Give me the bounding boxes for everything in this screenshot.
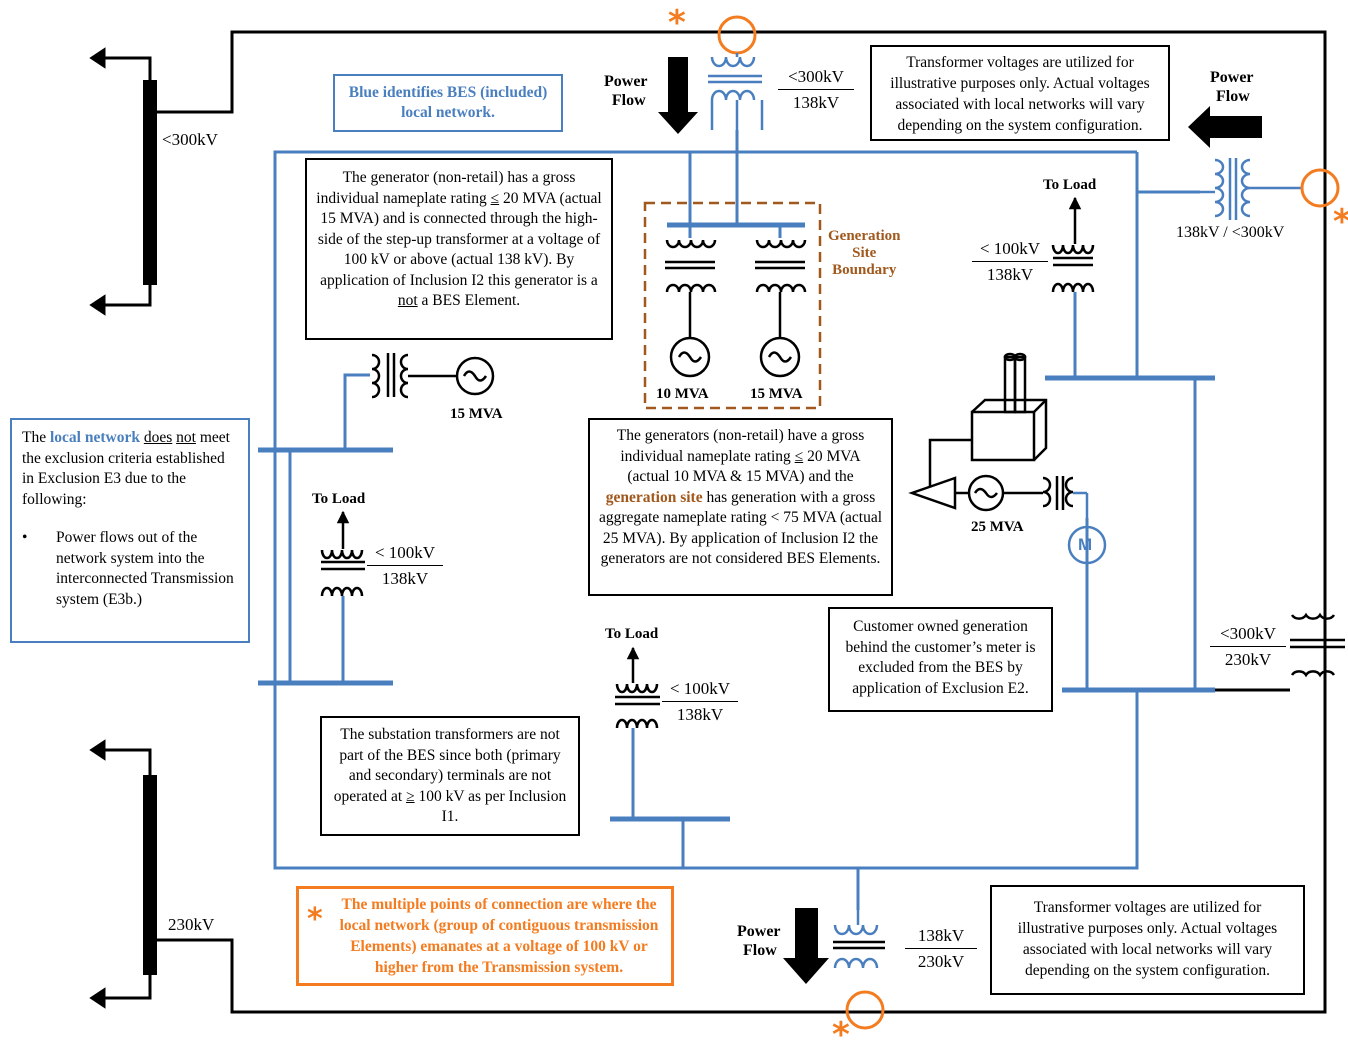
- load-transformer-center: [615, 646, 660, 729]
- to-load-label-left: To Load: [312, 491, 366, 507]
- generator-15mva-label: 15 MVA: [750, 386, 803, 402]
- load-transformer-right: [1051, 196, 1095, 293]
- gen-transformer-10mva: [665, 239, 717, 378]
- to-load-label-center: To Load: [605, 626, 659, 642]
- asterisk-icon: *: [832, 1015, 850, 1055]
- bus-230kv-label: 230kV: [168, 915, 215, 934]
- to-load-label-right: To Load: [1043, 177, 1097, 193]
- power-flow-arrow-bottom: [783, 908, 829, 984]
- right-transformer-ratio: 138kV / <300kV: [1176, 224, 1285, 241]
- generators-note-box: The generators (non-retail) have a gross…: [588, 418, 893, 596]
- transformer-symbols: [320, 15, 1345, 1030]
- generator-10mva-label: 10 MVA: [656, 386, 709, 402]
- voltage-note-top: Transformer voltages are utilized for il…: [870, 45, 1170, 141]
- load-transformer-left: [320, 510, 365, 597]
- transformer-top: [708, 56, 764, 130]
- power-flow-arrow-right: [1188, 106, 1262, 148]
- gen-transformer-15mva: [755, 239, 807, 378]
- generator-15mva-left-label: 15 MVA: [450, 406, 503, 422]
- power-flow-arrow-top: [658, 57, 698, 134]
- gen-transformer-left: [371, 353, 458, 399]
- generator-note-box: The generator (non-retail) has a gross i…: [305, 158, 613, 340]
- transmission-system: [89, 30, 1327, 1014]
- substation-note-box: The substation transformers are not part…: [320, 716, 580, 836]
- asterisk-icon: *: [1333, 205, 1348, 239]
- bus-300kv-label: <300kV: [162, 130, 218, 149]
- asterisk-icon: *: [668, 3, 686, 43]
- blue-legend-box: Blue identifies BES (included) local net…: [333, 74, 563, 132]
- bus-230kv-bar: [143, 775, 157, 975]
- customer-generation: [908, 352, 1089, 527]
- power-flow-arrows: [658, 57, 1262, 984]
- motor-symbol: [1067, 525, 1107, 565]
- generator-15mva-left: [455, 356, 495, 396]
- transformer-right-main: [1290, 612, 1345, 678]
- generation-site-boundary: [643, 201, 822, 410]
- local-network-note-box: The local network does not meet the excl…: [10, 418, 250, 643]
- local-network: [258, 130, 1290, 910]
- bullet-icon: •: [22, 529, 28, 546]
- connection-point-bottom: [845, 990, 885, 1030]
- generator-25mva-label: 25 MVA: [971, 519, 1024, 535]
- transformer-bottom: [833, 910, 885, 969]
- connection-point-right: [1300, 168, 1340, 208]
- bus-300kv-bar: [143, 80, 157, 285]
- voltage-note-bottom: Transformer voltages are utilized for il…: [990, 885, 1305, 995]
- motor-label: M: [1078, 535, 1093, 554]
- transformer-right: [1200, 158, 1302, 220]
- connection-point-top: [717, 15, 757, 55]
- asterisk-icon: *: [307, 902, 323, 937]
- customer-note-box: Customer owned generation behind the cus…: [828, 607, 1053, 712]
- connection-note-box: * The multiple points of connection are …: [296, 886, 674, 986]
